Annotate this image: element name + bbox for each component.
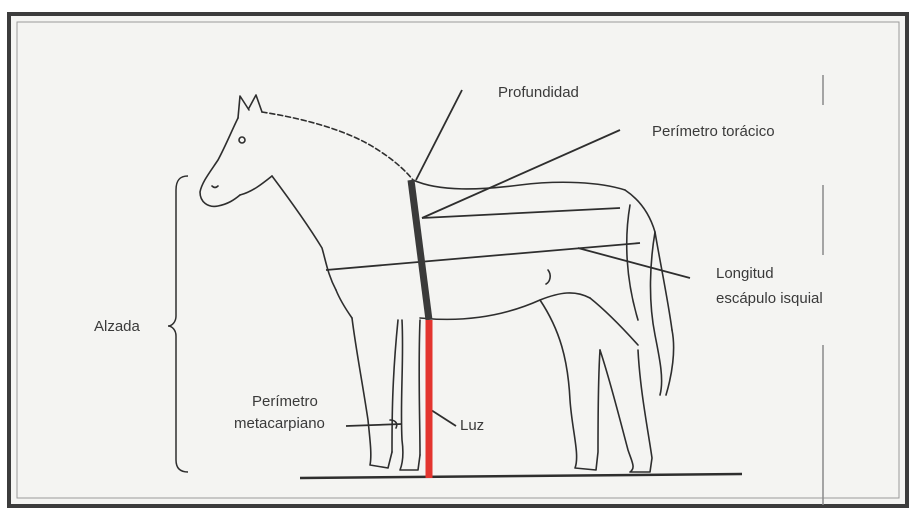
label-perimetro-meta-line1: Perímetro [252,393,318,410]
label-longitud-line1: Longitud [716,265,774,282]
label-perimetro-toracico: Perímetro torácico [652,123,775,140]
label-luz: Luz [460,417,484,434]
label-profundidad: Profundidad [498,84,579,101]
label-longitud-line2: escápulo isquial [716,290,823,307]
label-alzada: Alzada [94,318,141,335]
label-perimetro-meta-line2: metacarpiano [234,415,325,432]
frame-border [9,14,907,506]
